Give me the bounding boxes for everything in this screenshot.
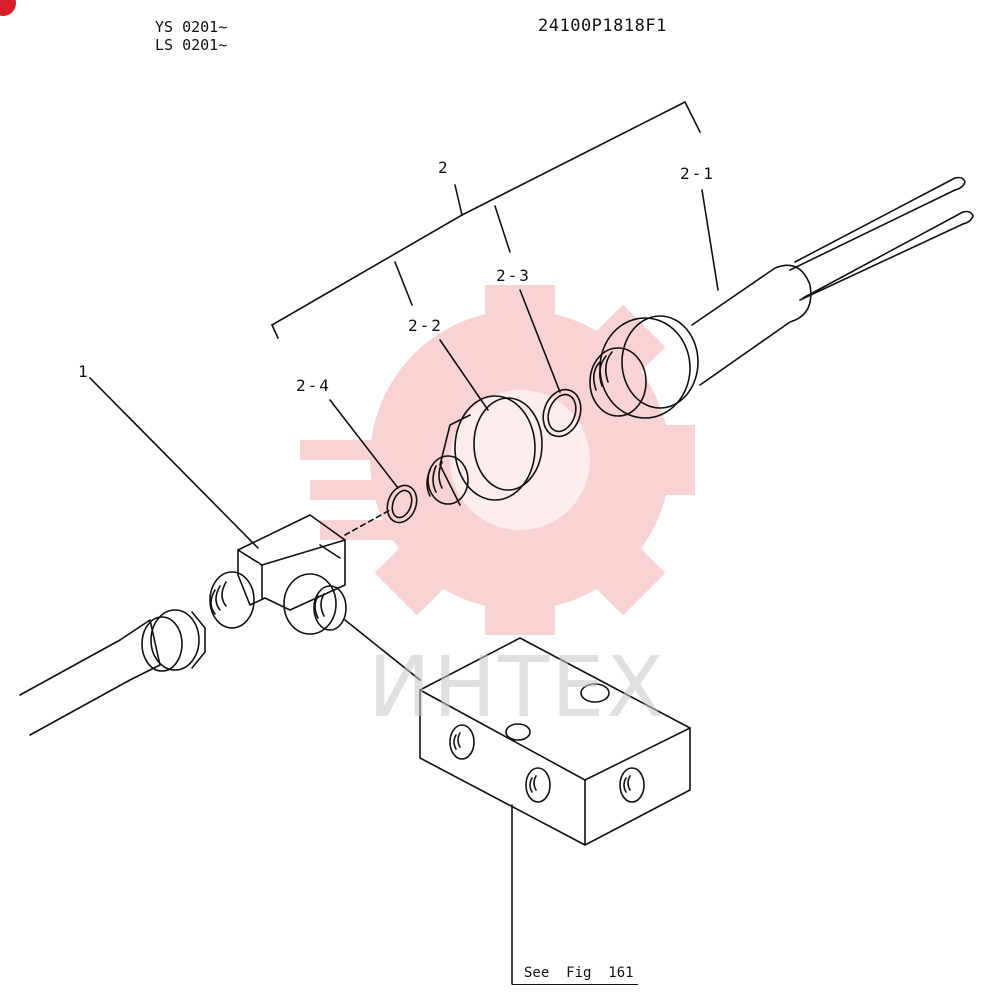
callout-2-3: 2-3 <box>496 266 531 285</box>
pressure-switch-2-1 <box>589 176 974 419</box>
leader-1 <box>89 377 259 549</box>
watermark-text: ИНТЕХ <box>368 638 666 736</box>
leader-2-3 <box>519 289 561 393</box>
see-fig-reference: See Fig 161 <box>524 965 634 981</box>
callout-2-2: 2-2 <box>408 316 443 335</box>
callout-2-1: 2-1 <box>680 164 715 183</box>
drawing-number: 24100P1818F1 <box>538 16 667 36</box>
o-ring-2-3 <box>542 388 582 438</box>
adapter-2-2 <box>426 395 543 506</box>
serial-range-ls: LS 0201~ <box>155 36 228 54</box>
callout-bracket-2 <box>271 101 701 339</box>
valve-block <box>419 637 691 985</box>
callout-1: 1 <box>78 362 90 381</box>
leader-2-2 <box>439 339 489 411</box>
callout-2: 2 <box>438 158 450 177</box>
corner-mark <box>0 0 16 16</box>
tee-fitting-1 <box>209 514 421 681</box>
serial-range-ys: YS 0201~ <box>155 18 228 36</box>
hose-assembly <box>19 609 206 736</box>
o-ring-2-4 <box>386 484 418 524</box>
see-fig-underline <box>512 984 638 985</box>
callout-2-4: 2-4 <box>296 376 331 395</box>
leader-2-1 <box>701 189 719 291</box>
leader-2-4 <box>329 399 399 489</box>
